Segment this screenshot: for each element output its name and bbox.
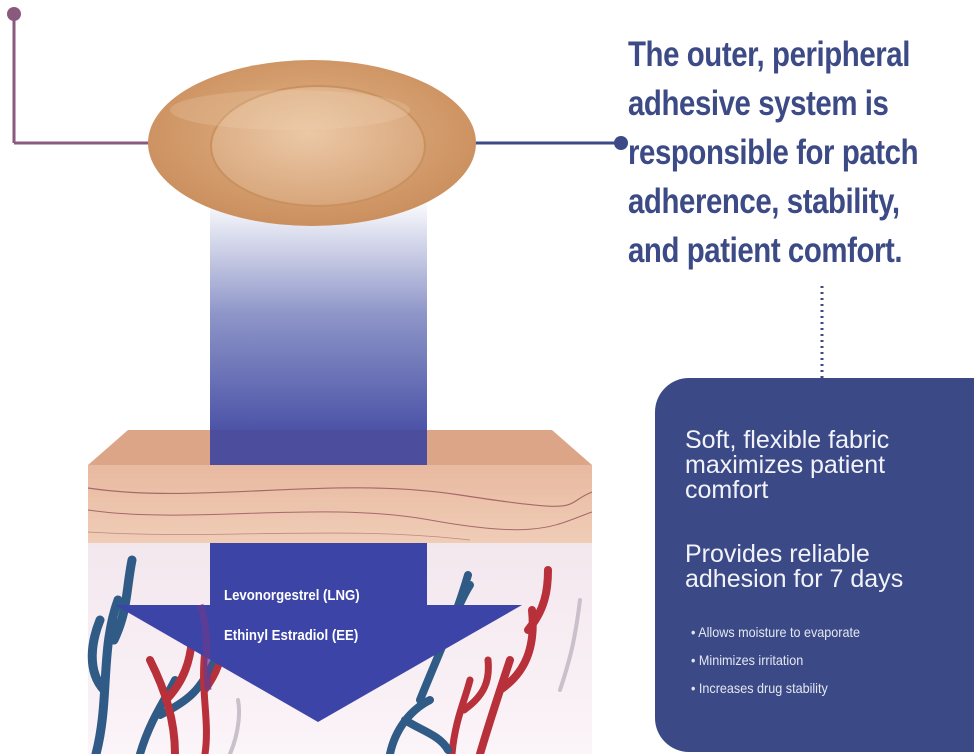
leader-dot-right — [614, 136, 628, 150]
label-levonorgestrel: Levonorgestrel (LNG) — [224, 587, 360, 604]
headline: The outer, peripheral adhesive system is… — [628, 30, 914, 275]
leader-line-right — [475, 136, 628, 150]
headline-line: and patient comfort. — [628, 226, 914, 275]
headline-line: adhesive system is — [628, 79, 914, 128]
headline-line: The outer, peripheral — [628, 30, 914, 79]
bullet-item: Minimizes irritation — [691, 646, 860, 674]
label-ethinyl-estradiol: Ethinyl Estradiol (EE) — [224, 627, 358, 644]
card-heading-line: maximizes patient — [685, 453, 965, 478]
headline-line: responsible for patch — [628, 128, 914, 177]
bullet-item: Increases drug stability — [691, 674, 860, 702]
card-heading-adhesion: Provides reliable adhesion for 7 days — [685, 542, 965, 592]
card-heading-line: Provides reliable — [685, 542, 965, 567]
info-card: Soft, flexible fabric maximizes patient … — [655, 378, 974, 752]
absorption-beam — [210, 198, 427, 458]
beam-through-skin — [210, 430, 427, 465]
card-heading-line: Soft, flexible fabric — [685, 428, 965, 453]
skin-layer — [88, 465, 592, 543]
bullet-item: Allows moisture to evaporate — [691, 618, 860, 646]
headline-line: adherence, stability, — [628, 177, 914, 226]
patch-highlight — [170, 90, 410, 130]
card-heading-comfort: Soft, flexible fabric maximizes patient … — [685, 428, 965, 503]
card-bullet-list: Allows moisture to evaporate Minimizes i… — [691, 618, 860, 702]
card-heading-line: comfort — [685, 478, 965, 503]
card-heading-line: adhesion for 7 days — [685, 567, 965, 592]
